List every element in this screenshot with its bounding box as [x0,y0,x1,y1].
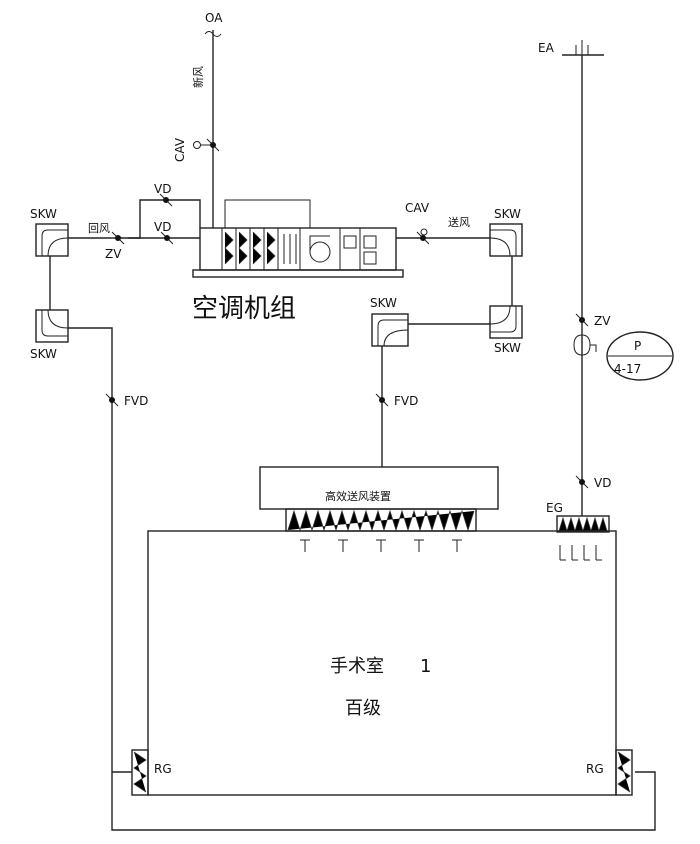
rg-left-label: RG [154,762,172,776]
fvd-left-label: FVD [124,394,148,408]
diffuser-label: 高效送风装置 [325,489,391,503]
reference-tag [606,331,674,381]
oa-label: OA [205,11,223,25]
fresh-air-duct [193,30,222,228]
exhaust-duct [556,40,610,533]
zv-right-label: ZV [594,314,611,328]
room-label: 手术室 [330,656,384,677]
skw-center-label: SKW [370,296,397,310]
ahu-label: 空调机组 [192,294,296,324]
vd-top-label: VD [154,182,171,196]
skw-bottom-right [489,305,523,339]
ref-p-label: P [634,339,641,353]
skw-tl-label: SKW [30,207,57,221]
supply-air-label: 送风 [448,215,470,229]
room-class: 百级 [345,698,381,719]
center-supply-duct [375,346,389,467]
rg-right-label: RG [586,762,604,776]
eg-label: EG [546,501,563,515]
fvd-center-label: FVD [394,394,418,408]
skw-tr-label: SKW [494,207,521,221]
ea-label: EA [538,41,555,55]
return-air-duct [68,193,201,245]
skw-br-label: SKW [494,341,521,355]
room-number: 1 [420,656,431,677]
skw-center [371,313,409,347]
vd-mid-label: VD [154,220,171,234]
skw-bottom-left [35,309,69,343]
vd-right-label: VD [594,476,611,490]
supply-air-duct [396,228,490,245]
hepa-diffuser [259,466,499,532]
ahu-unit [192,199,404,278]
skw-top-left [35,223,69,257]
left-return-duct [68,327,656,831]
return-air-label: 回风 [88,222,110,235]
cav-top-label: CAV [173,137,187,162]
zv-left-label: ZV [105,247,122,261]
operating-room [112,530,633,796]
ref-num-label: 4-17 [614,362,641,376]
skw-top-right [489,223,523,257]
cav-right-label: CAV [405,201,430,215]
skw-bl-label: SKW [30,347,57,361]
fresh-air-label: 新风 [191,66,205,88]
